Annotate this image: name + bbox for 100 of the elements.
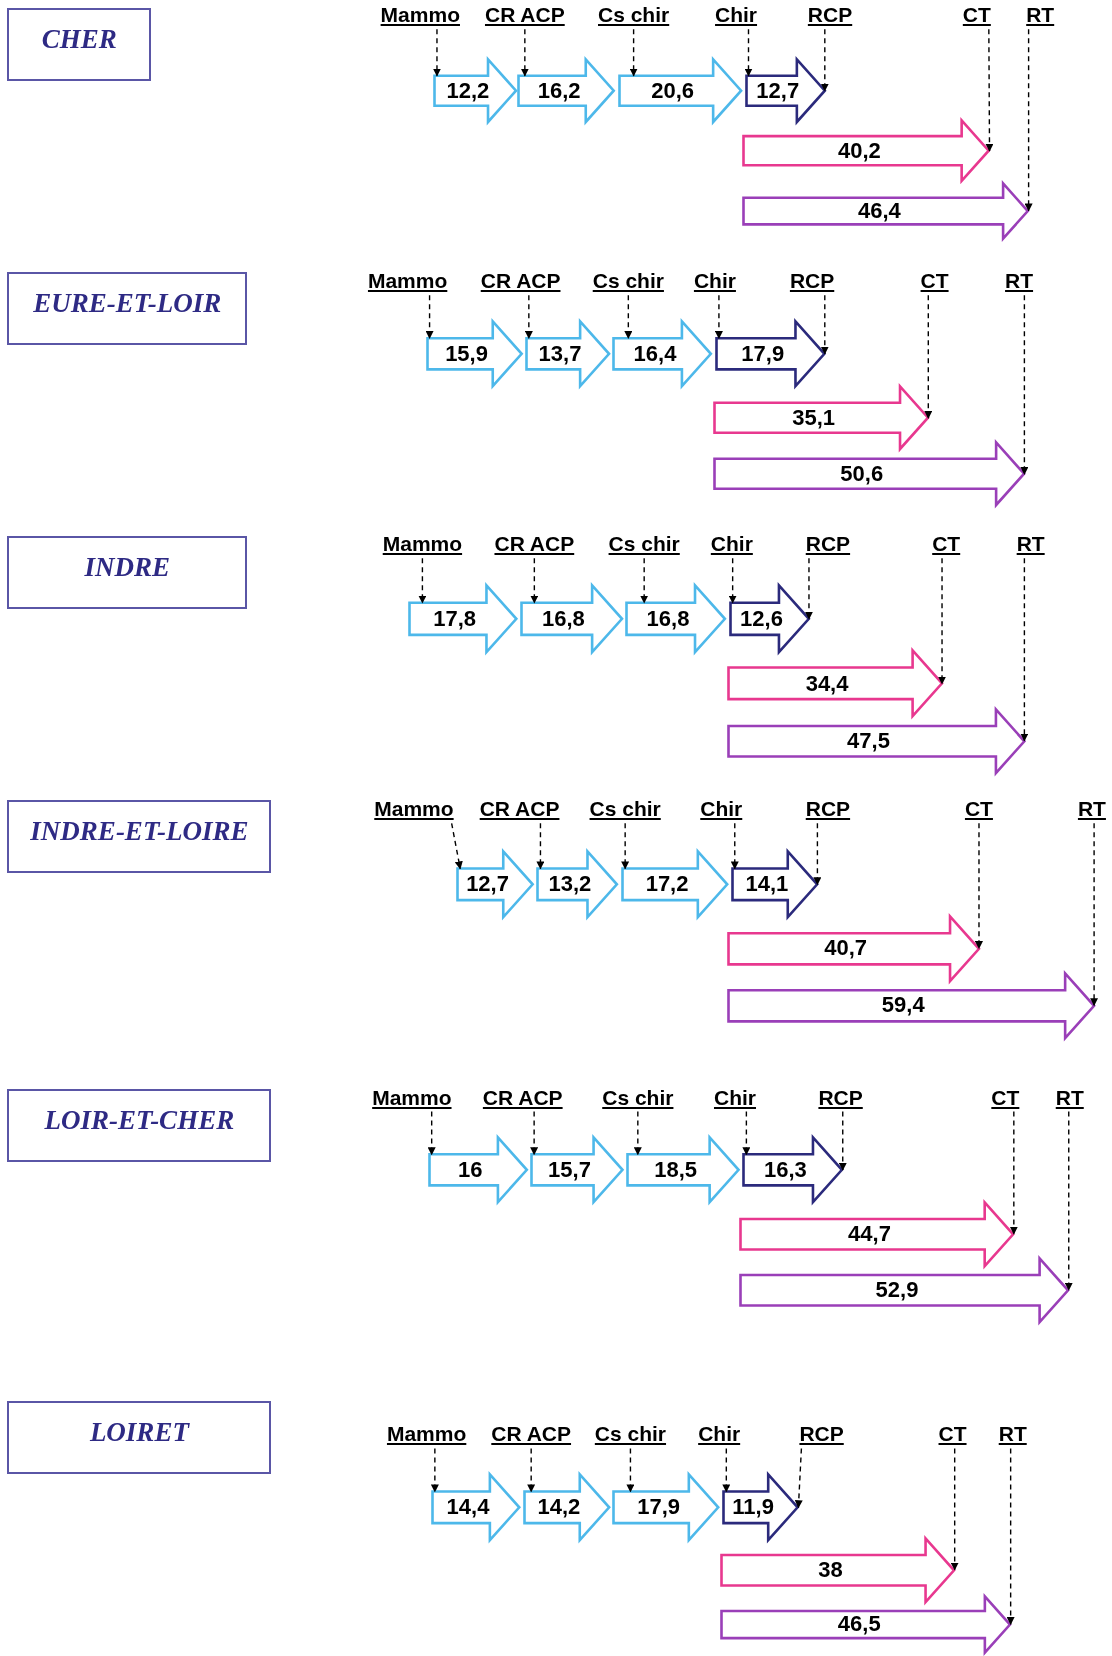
duration-value: 12,2 [446,78,490,103]
dashed-arrow [1024,28,1033,212]
duration-value: 11,9 [732,1495,774,1520]
step-label: Mammo [372,1085,452,1110]
department-name: INDRE-ET-LOIRE [30,816,249,848]
step-label: RT [1016,532,1045,557]
duration-block [720,1594,1012,1654]
duration-value: 46,5 [837,1612,881,1637]
dashed-arrow [430,1447,439,1493]
duration-block [432,58,518,124]
duration-block [625,584,727,654]
title-box [7,1088,272,1162]
duration-value: 17,9 [741,341,785,366]
dashed-arrow [938,557,947,685]
dashed-arrow [838,1110,847,1171]
step-label: Mammo [374,797,454,822]
duration-value: 40,2 [837,139,881,163]
dashed-arrow [530,1110,539,1156]
duration-block [522,1473,611,1542]
duration-block [456,850,535,919]
step-label: Chir [710,532,753,557]
duration-block [744,58,826,124]
duration-block [407,584,518,654]
dashed-arrow [1090,822,1099,1007]
duration-value: 16,3 [764,1158,807,1183]
dashed-arrow [524,294,533,339]
dashed-arrow [621,822,630,870]
title-box [7,8,151,82]
duration-value: 38 [818,1557,843,1582]
step-label: RCP [818,1085,863,1110]
duration-value: 16,8 [646,606,690,631]
step-label: RT [1005,269,1034,294]
step-label: CR ACP [485,3,565,28]
step-label: Cs chir [592,269,664,294]
dashed-arrow [1020,294,1029,475]
step-label: Cs chir [608,532,680,557]
dashed-arrow [425,294,434,339]
dashed-arrow [742,1110,751,1156]
duration-block [742,119,991,183]
step-label: Cs chir [594,1422,667,1447]
duration-block [620,850,729,919]
dashed-arrow [536,822,545,870]
department-name: LOIRET [89,1417,189,1449]
duration-value: 35,1 [792,406,836,431]
department-name: CHER [41,24,117,56]
duration-value: 17,8 [433,606,477,631]
duration-block [517,58,616,124]
step-label: RCP [805,532,851,557]
duration-block [726,914,980,983]
duration-block [726,971,1096,1040]
step-label: Chir [693,269,736,294]
step-label: Chir [714,1085,756,1110]
duration-value: 13,2 [548,872,592,897]
dashed-arrow [924,294,933,419]
duration-value: 14,4 [446,1495,490,1520]
step-label: Cs chir [598,3,670,28]
dashed-arrow [950,1447,959,1571]
department-name: EURE-ET-LOIR [33,288,222,320]
duration-block [524,319,611,388]
duration-value: 14,2 [537,1495,581,1520]
dashed-arrow [714,294,723,339]
step-label: Chir [698,1422,741,1447]
duration-block [726,707,1026,775]
duration-value: 17,9 [637,1495,680,1520]
duration-value: 16,4 [633,341,677,366]
step-label: CR ACP [491,1422,572,1447]
duration-value: 12,6 [740,606,783,631]
duration-block [519,584,624,654]
duration-value: 16,8 [542,606,585,631]
step-label: CT [964,797,993,822]
step-label: RCP [807,3,853,28]
dashed-arrow [626,1447,635,1493]
dashed-arrow [624,294,633,339]
duration-block [530,1136,625,1204]
duration-block [425,319,523,388]
step-label: CT [938,1422,967,1447]
step-label: CT [962,3,991,28]
duration-value: 44,7 [848,1221,891,1246]
dashed-arrow [730,822,739,870]
duration-block [712,441,1026,507]
duration-value: 14,1 [745,872,789,897]
step-label: RT [998,1422,1027,1447]
step-label: Cs chir [602,1085,674,1110]
duration-value: 59,4 [881,993,925,1018]
title-box [7,536,248,610]
duration-block [728,584,810,654]
step-label: Chir [715,3,758,28]
step-label: RT [1055,1085,1084,1110]
step-label: Mammo [380,3,460,28]
step-label: Mammo [386,1422,467,1447]
step-label: RT [1077,797,1106,822]
step-label: RCP [799,1422,844,1447]
step-label: CT [920,269,949,294]
duration-value: 16 [458,1158,483,1183]
duration-value: 50,6 [840,462,884,487]
duration-value: 17,2 [645,872,689,897]
dashed-arrow [427,1110,436,1156]
dashed-arrow [1009,1110,1018,1235]
dashed-arrow [985,28,994,152]
step-label: RCP [805,797,851,822]
